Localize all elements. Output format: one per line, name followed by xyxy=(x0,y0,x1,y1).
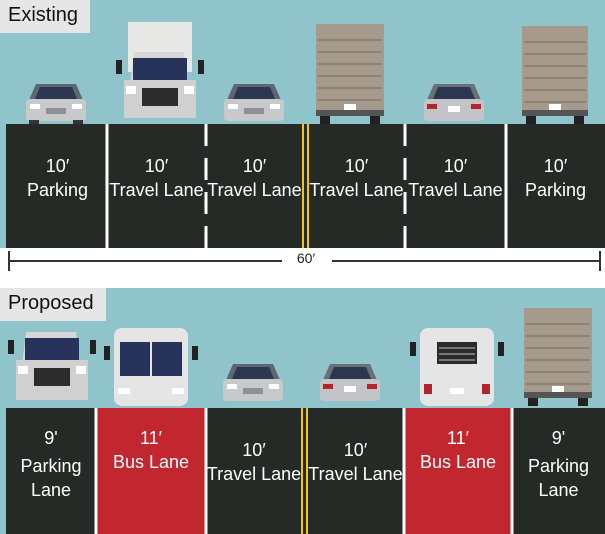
lane-name: Travel Lane xyxy=(408,180,503,200)
existing-section: Existing 10′ Parking 10′ Travel Lane 10′… xyxy=(0,0,605,248)
bus-front-icon xyxy=(104,328,198,406)
lane-name: Bus Lane xyxy=(112,452,190,472)
lane-width: 9' xyxy=(44,428,58,448)
existing-lane-2: 10′ Travel Lane xyxy=(107,154,206,202)
proposed-lane-5: 11′ Bus Lane xyxy=(404,426,512,474)
lane-width: 10′ xyxy=(344,156,369,176)
lane-width: 10′ xyxy=(343,440,368,460)
car-front-icon xyxy=(223,364,283,401)
car-rear-icon xyxy=(320,364,380,401)
lane-width: 10′ xyxy=(242,440,266,460)
car-front-icon xyxy=(224,84,284,121)
lane-width: 9' xyxy=(551,428,566,448)
car-front-icon xyxy=(26,84,86,124)
box-truck-rear-icon xyxy=(524,308,592,406)
box-truck-front-icon xyxy=(116,22,204,118)
lane-name: Parking xyxy=(20,456,82,476)
bus-lane-surface xyxy=(96,408,206,534)
total-width-label: 60′ xyxy=(286,250,326,266)
proposed-lane-3: 10′ Travel Lane xyxy=(206,438,302,486)
proposed-label: Proposed xyxy=(0,288,106,321)
lane-name: Parking xyxy=(26,180,89,200)
lane-width: 11′ xyxy=(139,428,163,448)
existing-lane-5: 10′ Travel Lane xyxy=(405,154,506,202)
box-truck-rear-icon xyxy=(522,26,588,124)
car-rear-icon xyxy=(424,84,484,121)
proposed-street-scene xyxy=(6,308,605,534)
lane-width: 10′ xyxy=(242,156,267,176)
proposed-section: Proposed 9' Parking Lane 11′ Bus Lane 10… xyxy=(0,288,605,534)
lane-width: 10′ xyxy=(543,156,568,176)
box-truck-front-icon xyxy=(8,332,96,400)
lane-name: Travel Lane xyxy=(109,180,204,200)
lane-width: 10′ xyxy=(443,156,468,176)
existing-lane-3: 10′ Travel Lane xyxy=(206,154,303,202)
proposed-lane-4: 10′ Travel Lane xyxy=(307,438,404,486)
proposed-lane-6: 9' Parking Lane xyxy=(512,426,605,502)
lane-name: Lane xyxy=(538,480,579,500)
box-truck-rear-icon xyxy=(316,24,384,124)
existing-lane-4: 10′ Travel Lane xyxy=(308,154,405,202)
lane-name: Travel Lane xyxy=(308,464,403,484)
dimension-line xyxy=(8,251,601,271)
lane-width: 11′ xyxy=(446,428,470,448)
existing-lane-6: 10′ Parking xyxy=(506,154,605,202)
proposed-lane-1: 9' Parking Lane xyxy=(6,426,96,502)
lane-name: Parking xyxy=(527,456,590,476)
lane-name: Travel Lane xyxy=(207,180,302,200)
lane-width: 10′ xyxy=(45,156,70,176)
existing-street-scene xyxy=(6,22,605,248)
lane-name: Lane xyxy=(30,480,72,500)
lane-name: Bus Lane xyxy=(419,452,497,472)
lane-name: Travel Lane xyxy=(206,464,302,484)
existing-label: Existing xyxy=(0,0,91,33)
lane-name: Travel Lane xyxy=(309,180,404,200)
lane-name: Parking xyxy=(524,180,587,200)
proposed-lane-2: 11′ Bus Lane xyxy=(96,426,206,474)
existing-lane-1: 10′ Parking xyxy=(8,154,107,202)
bus-lane-surface xyxy=(404,408,512,534)
bus-rear-icon xyxy=(410,328,504,406)
lane-width: 10′ xyxy=(144,156,169,176)
